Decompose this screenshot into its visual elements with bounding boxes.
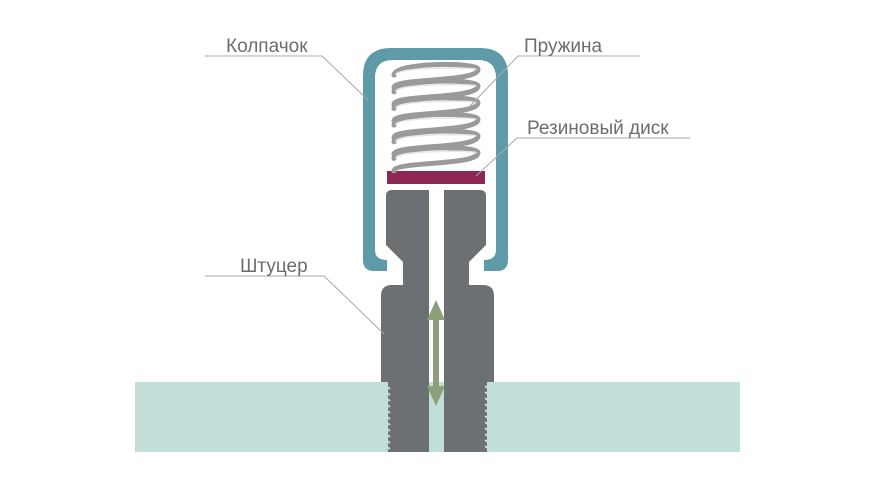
double-headed-arrow-icon [427, 300, 445, 406]
thread-mark [484, 415, 490, 420]
thread-mark [484, 385, 490, 390]
spring-coil [391, 145, 481, 174]
thread-mark [385, 403, 391, 408]
spring-label: Пружина [524, 36, 603, 57]
rubber-disk-leader-line [475, 137, 690, 177]
thread-mark [484, 397, 490, 402]
thread-mark [385, 415, 391, 420]
rubber-disk [387, 171, 485, 184]
thread-mark [484, 439, 490, 444]
fitting-leader-line [205, 275, 385, 335]
rubber-disk-label: Резиновый диск [527, 118, 669, 139]
cap-leader-line [205, 55, 369, 101]
thread-mark [385, 427, 391, 432]
fitting-label: Штуцер [240, 256, 308, 277]
thread-mark [385, 397, 391, 402]
thread-mark [385, 391, 391, 396]
thread-mark [484, 421, 490, 426]
thread-mark [385, 385, 391, 390]
spring-coil-highlight [395, 117, 477, 126]
leader-lines [205, 55, 690, 335]
spring-coil-highlight [395, 83, 477, 92]
thread-mark [484, 409, 490, 414]
spring [391, 61, 481, 174]
spring-leader-line [469, 55, 640, 107]
thread-mark [484, 427, 490, 432]
spring-coil-highlight [395, 133, 477, 142]
thread-mark [385, 439, 391, 444]
thread-mark [484, 391, 490, 396]
spring-coil-highlight [395, 150, 477, 159]
thread-mark [484, 403, 490, 408]
fitting-thread [385, 385, 490, 450]
thread-mark [385, 445, 391, 450]
fitting [381, 190, 494, 452]
thread-mark [484, 433, 490, 438]
thread-mark [484, 445, 490, 450]
fitting-right-half [444, 190, 494, 452]
thread-mark [385, 409, 391, 414]
fitting-left-half [381, 190, 429, 452]
cap-label: Колпачок [226, 36, 308, 57]
spring-coil-highlight [395, 67, 477, 76]
thread-mark [385, 421, 391, 426]
thread-mark [385, 433, 391, 438]
